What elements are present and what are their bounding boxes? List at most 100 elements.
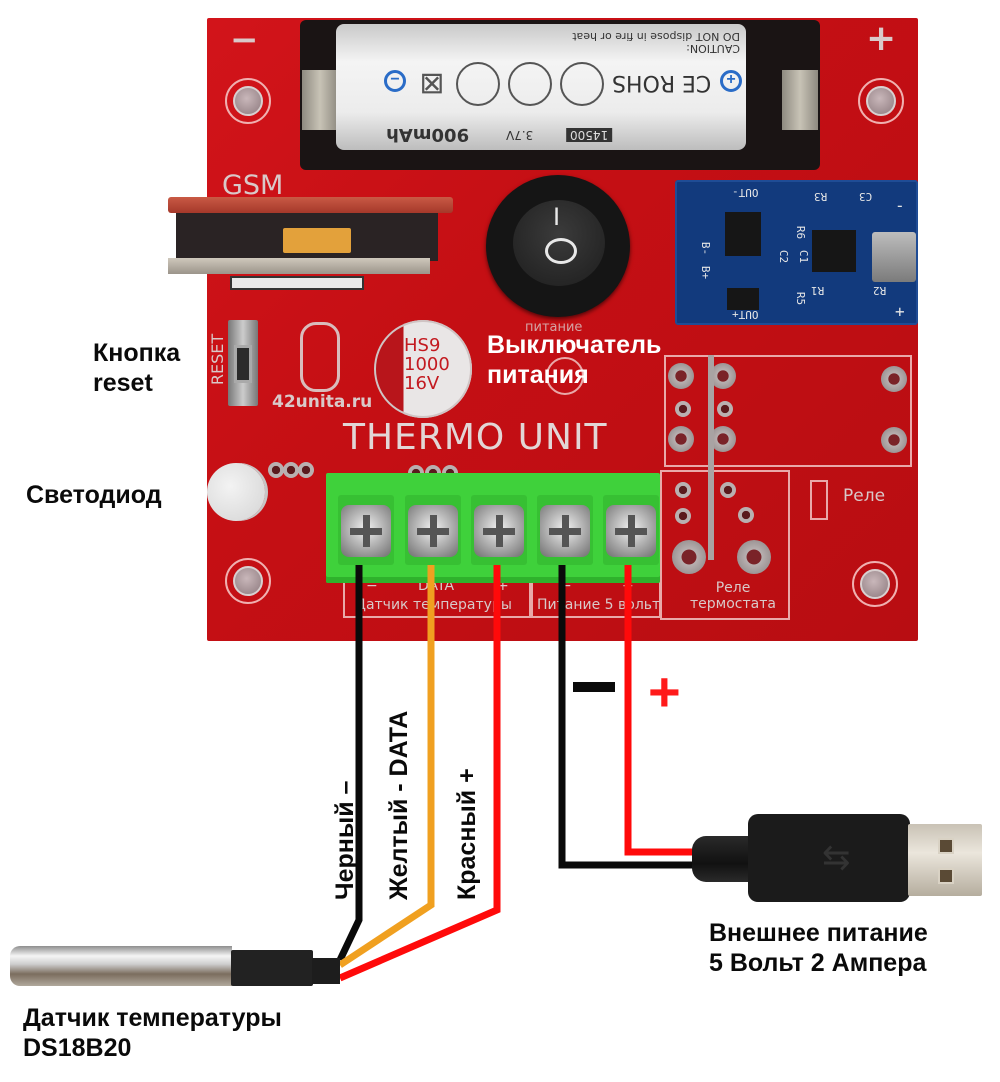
mounting-hole-top-left: [225, 78, 271, 124]
label-wire-black: Черный –: [331, 780, 359, 900]
sensor-pin-plus-silk: +: [497, 578, 509, 594]
relay-pad: [710, 363, 736, 389]
label-wire-red: Красный +: [453, 768, 481, 900]
charger-label-minus: -: [895, 196, 905, 215]
battery-contact-left: [302, 70, 338, 130]
battery-minus-icon: −: [384, 70, 406, 92]
brand-text: THERMO UNIT: [343, 417, 608, 458]
no-disassemble-icon: [508, 62, 552, 106]
micro-usb-port[interactable]: [872, 232, 916, 282]
usb-contact-slot: [938, 838, 954, 854]
capacitor-voltage: 16V: [404, 373, 440, 394]
wire-red-sensor: [338, 565, 501, 982]
relay-pad: [710, 426, 736, 452]
label-sensor-line2: DS18B20: [23, 1034, 132, 1062]
sensor-pin-minus-silk: −: [366, 578, 378, 594]
charger-label-plus: +: [895, 302, 905, 321]
pcb-trace: [708, 355, 714, 560]
label-wire-yellow: Желтый - DATA: [385, 710, 413, 900]
relay-terminal-block: [660, 470, 790, 620]
relay-pad-small: [738, 507, 754, 523]
battery-minus-silk: −: [230, 20, 259, 60]
label-led: Светодиод: [26, 481, 162, 509]
led: [207, 463, 265, 521]
switch-on-mark: I: [553, 203, 561, 231]
terminal-sensor-minus[interactable]: [338, 495, 394, 565]
terminal-power-plus[interactable]: [603, 495, 659, 565]
label-reset-line2: reset: [93, 369, 153, 397]
temperature-probe-sleeve: [231, 950, 313, 986]
polarity-icon: [560, 62, 604, 106]
terminal-sensor-data[interactable]: [405, 495, 461, 565]
terminal-sensor-plus[interactable]: [471, 495, 527, 565]
switch-via-hole: [546, 357, 584, 395]
switch-silk-label: питание: [525, 320, 583, 335]
label-sensor: Датчик температуры DS18B20: [23, 1003, 282, 1063]
label-external-power-line2: 5 Вольт 2 Ампера: [709, 949, 927, 977]
usb-plug[interactable]: [748, 814, 910, 902]
screw-icon: [474, 505, 524, 557]
gsm-capacitor: [283, 228, 351, 253]
wire-black-sensor: [336, 565, 363, 962]
battery: CAUTION: DO NOT dispose in fire or heat …: [336, 24, 746, 150]
relay-thermostat-silk: Реле термостата: [683, 580, 783, 612]
led-pad: [268, 462, 284, 478]
mounting-hole-bottom-right: [852, 561, 898, 607]
usb-strain-relief: [692, 836, 756, 882]
relay-pad-small: [717, 401, 733, 417]
wire-yellow-sensor: [338, 565, 435, 968]
charger-chip-main: [812, 230, 856, 272]
usb-connector-metal: [908, 824, 982, 896]
relay-pad-small: [720, 482, 736, 498]
relay-pad-small: [675, 401, 691, 417]
label-external-power: Внешнее питание 5 Вольт 2 Ампера: [709, 918, 928, 978]
logo-mark-icon: [300, 322, 340, 392]
battery-plus-icon: +: [720, 70, 742, 92]
screw-icon: [408, 505, 458, 557]
relay-pad-small: [675, 482, 691, 498]
label-reset-button: Кнопка reset: [93, 338, 180, 398]
logo-text: 42unita.ru: [272, 392, 373, 412]
recycle-bin-crossed-icon: ⊠: [419, 67, 445, 100]
capacitor-label: HS9 1000 16V: [404, 336, 450, 393]
led-pad: [298, 462, 314, 478]
screw-terminal-block: [326, 473, 660, 583]
led-pad: [283, 462, 299, 478]
reset-button-core: [234, 345, 252, 383]
relay-output-pad: [737, 540, 771, 574]
terminal-power-minus[interactable]: [537, 495, 593, 565]
label-sensor-line1: Датчик температуры: [23, 1004, 282, 1032]
relay-thermostat-silk-line1: Реле: [715, 580, 751, 596]
switch-off-mark: [545, 238, 577, 264]
label-switch-line2: питания: [487, 361, 589, 389]
wire-red-power: [624, 565, 700, 856]
relay-thermostat-silk-line2: термостата: [690, 596, 776, 612]
temperature-probe-cable-end: [312, 958, 340, 984]
screw-icon: [606, 505, 656, 557]
usb-icon: ⇆: [822, 839, 851, 877]
mounting-hole-bottom-left: [225, 558, 271, 604]
temperature-probe-tube: [10, 946, 232, 986]
relay-jumper: [810, 480, 828, 520]
relay-output-pad: [672, 540, 706, 574]
power-minus-mark: [573, 682, 615, 692]
electrolytic-capacitor: [374, 320, 472, 418]
power-pin-minus-silk: −: [560, 578, 572, 594]
relay-pad: [881, 366, 907, 392]
relay-silk-label: Реле: [843, 486, 886, 506]
label-reset-line1: Кнопка: [93, 339, 181, 367]
gsm-sim-slot: [230, 276, 364, 290]
screw-icon: [341, 505, 391, 557]
label-power-switch: Выключатель питания: [487, 330, 661, 390]
charger-chip-2: [727, 288, 759, 310]
capacitor-capacitance: 1000: [404, 354, 450, 375]
usb-contact-slot: [938, 868, 954, 884]
relay-pad: [668, 363, 694, 389]
label-external-power-line1: Внешнее питание: [709, 919, 928, 947]
charger-chip-1: [725, 212, 761, 256]
screw-icon: [540, 505, 590, 557]
power-plus-mark: +: [648, 660, 681, 723]
gsm-module-top-board: [168, 197, 453, 213]
wire-black-power: [558, 565, 700, 869]
